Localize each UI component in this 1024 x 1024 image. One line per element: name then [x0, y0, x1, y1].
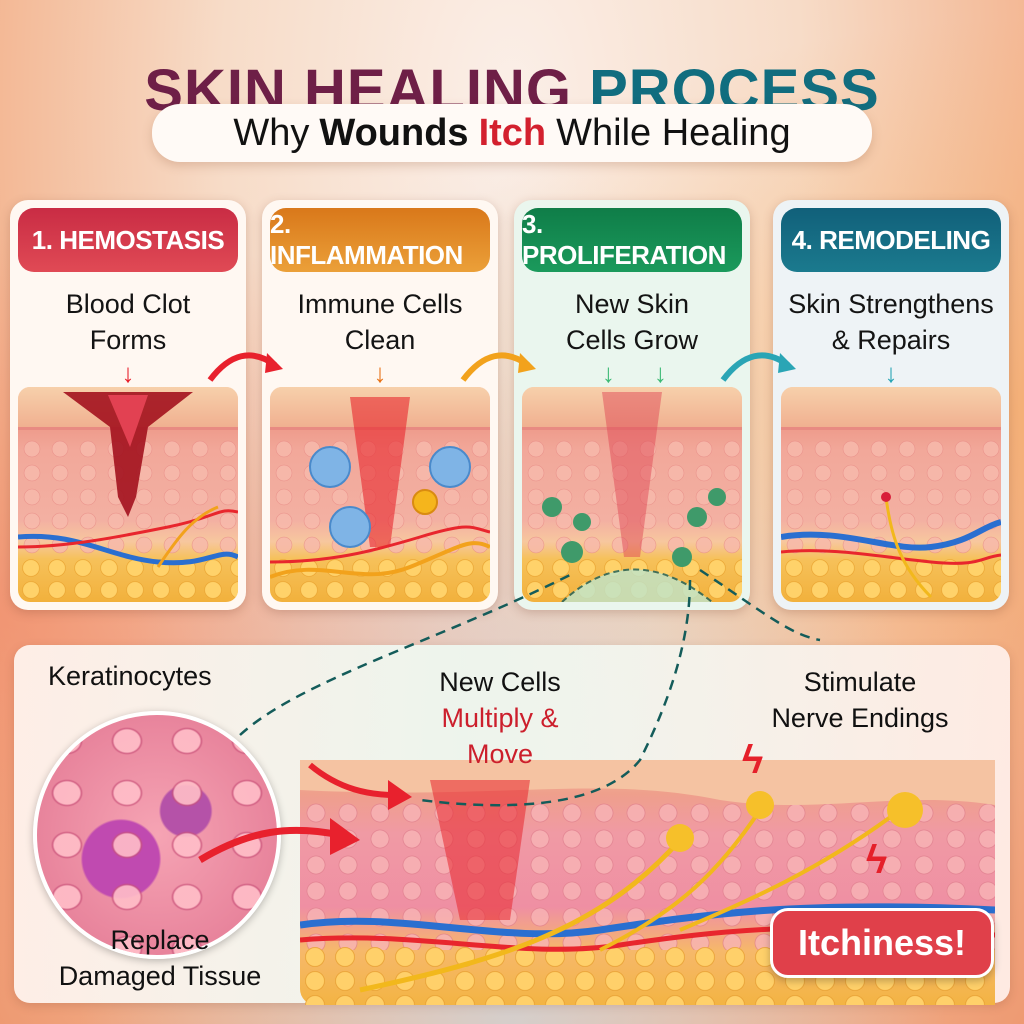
skin-illustration-immune [270, 387, 490, 602]
subtitle-itch: Itch [478, 111, 547, 154]
flow-arrow-icon-2-to-3 [460, 352, 536, 382]
stage-header: 2. INFLAMMATION [270, 208, 490, 272]
subtitle-wounds: Wounds [319, 111, 469, 154]
desc-line-2: & Repairs [831, 325, 951, 355]
desc-line-1: New Skin [574, 289, 690, 319]
stage-header: 4. REMODELING [781, 208, 1001, 272]
itchiness-badge: Itchiness! [770, 908, 994, 978]
replace-line-1: Replace [110, 925, 210, 955]
desc-line-2: Clean [344, 325, 416, 355]
multiply-move-line: Multiply & Move [441, 703, 559, 769]
down-arrow-icon: ↓ [373, 358, 387, 388]
label-replace-damaged-tissue: Replace Damaged Tissue [30, 922, 290, 994]
lightning-bolt-icon: ϟ [866, 838, 888, 882]
down-arrow-icon: ↓ [121, 358, 135, 388]
skin-illustration-clot [18, 387, 238, 602]
desc-line-1: Skin Strengthens [788, 289, 994, 319]
stage-card-hemostasis: 1. HEMOSTASIS Blood Clot Forms ↓ [10, 200, 246, 610]
stage-header: 3. PROLIFERATION [522, 208, 742, 272]
subtitle-banner: Why Wounds Itch While Healing [152, 104, 872, 162]
label-keratinocytes: Keratinocytes [48, 661, 212, 691]
skin-illustration-healed [781, 387, 1001, 602]
subtitle-why: Why [233, 111, 310, 154]
desc-line-2: Forms [89, 325, 167, 355]
subtitle-rest: While Healing [556, 111, 791, 154]
label-stimulate-nerve-endings: Stimulate Nerve Endings [730, 664, 990, 736]
flow-arrow-icon-1-to-2 [207, 352, 283, 382]
down-arrow-icon: ↓ [601, 358, 615, 388]
down-arrow-icon: ↓ [653, 358, 667, 388]
stage-card-proliferation: 3. PROLIFERATION New Skin Cells Grow ↓ ↓ [514, 200, 750, 610]
stage-description: Blood Clot Forms [10, 286, 246, 358]
stage-card-remodeling: 4. REMODELING Skin Strengthens & Repairs… [773, 200, 1009, 610]
stage-description: Skin Strengthens & Repairs [773, 286, 1009, 358]
stage-description: Immune Cells Clean [262, 286, 498, 358]
nerve-endings-line: Nerve Endings [771, 703, 949, 733]
skin-illustration-new-cells [522, 387, 742, 602]
stage-header: 1. HEMOSTASIS [18, 208, 238, 272]
stage-card-inflammation: 2. INFLAMMATION Immune Cells Clean ↓ [262, 200, 498, 610]
stage-description: New Skin Cells Grow [514, 286, 750, 358]
desc-line-2: Cells Grow [565, 325, 699, 355]
stimulate-line: Stimulate [803, 667, 917, 697]
down-arrow-icon: ↓ [884, 358, 898, 388]
desc-line-1: Blood Clot [65, 289, 191, 319]
desc-line-1: Immune Cells [297, 289, 463, 319]
new-cells-line: New Cells [439, 667, 561, 697]
flow-arrow-icon-3-to-4 [720, 352, 796, 382]
lightning-bolt-icon: ϟ [742, 738, 764, 782]
replace-line-2: Damaged Tissue [58, 961, 262, 991]
label-new-cells: New Cells Multiply & Move [410, 664, 590, 772]
